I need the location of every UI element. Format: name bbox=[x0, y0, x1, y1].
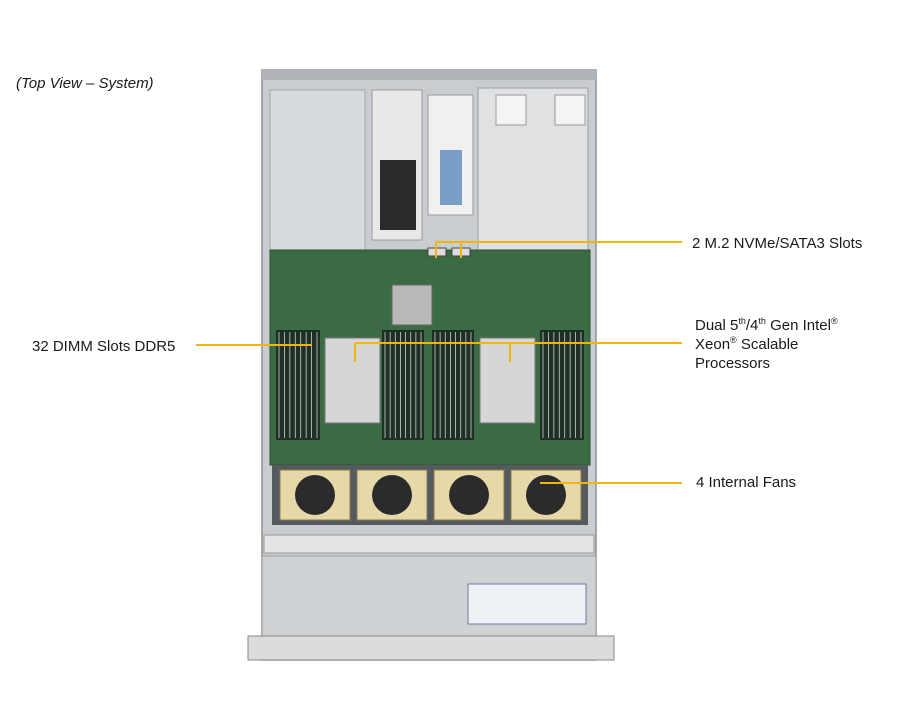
drive-cage-rail bbox=[263, 534, 595, 554]
callout-lines bbox=[196, 241, 682, 484]
cpu-heatsink-1 bbox=[324, 337, 381, 424]
left-empty-bay bbox=[269, 89, 366, 251]
cable-bundle bbox=[380, 160, 416, 230]
fan bbox=[279, 469, 351, 521]
dimm-bank-left bbox=[276, 330, 320, 440]
fan bbox=[356, 469, 428, 521]
chipset bbox=[391, 284, 433, 326]
view-caption: (Top View – System) bbox=[16, 75, 154, 92]
cpu-heatsink-2 bbox=[479, 337, 536, 424]
front-bezel bbox=[247, 635, 615, 661]
label-processors: Dual 5th/4th Gen Intel® Xeon® Scalable P… bbox=[695, 316, 838, 373]
service-label bbox=[467, 583, 587, 625]
dimm-bank-right bbox=[540, 330, 584, 440]
riser-module bbox=[440, 150, 462, 205]
label-dimm-slots: 32 DIMM Slots DDR5 bbox=[32, 338, 176, 355]
psu-slot-1 bbox=[495, 94, 527, 126]
dimm-bank-mid-right bbox=[432, 330, 474, 440]
dimm-bank-mid-left bbox=[382, 330, 424, 440]
label-m2-slots: 2 M.2 NVMe/SATA3 Slots bbox=[692, 235, 863, 252]
fan bbox=[433, 469, 505, 521]
psu-slot-2 bbox=[554, 94, 586, 126]
fan bbox=[510, 469, 582, 521]
label-internal-fans: 4 Internal Fans bbox=[696, 474, 797, 491]
chassis-top-rail bbox=[262, 70, 596, 80]
